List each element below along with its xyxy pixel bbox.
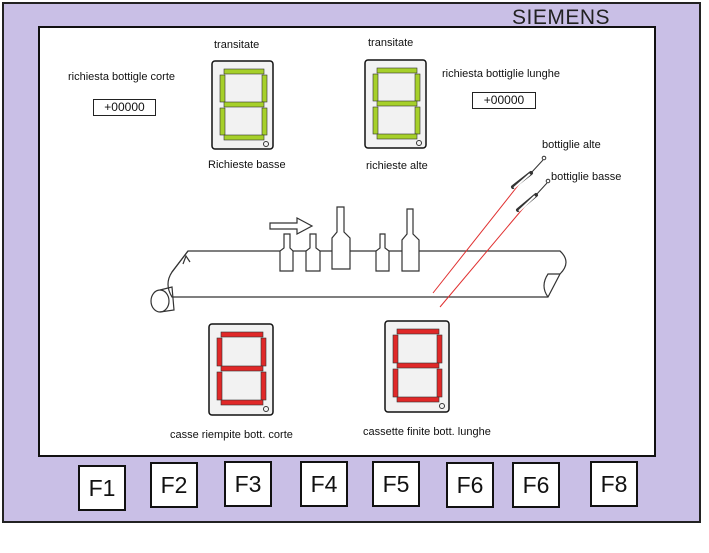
long-request-label: richiesta bottiglie lunghe — [442, 68, 561, 80]
f2-key[interactable]: F2 — [150, 462, 198, 508]
f6-key[interactable]: F6 — [446, 462, 494, 508]
arrow-right-icon — [269, 217, 314, 235]
bottles — [279, 206, 420, 272]
f3-key[interactable]: F3 — [224, 461, 272, 507]
f5-key[interactable]: F5 — [372, 461, 420, 507]
short-crates-display — [208, 323, 274, 416]
tall-bottles-label: bottiglie alte — [542, 139, 601, 151]
hmi-screen — [38, 26, 656, 457]
f8-key[interactable]: F8 — [590, 461, 638, 507]
short-request-label: richiesta bottigle corte — [68, 71, 175, 83]
long-transit-display — [364, 59, 427, 149]
f1-key[interactable]: F1 — [78, 465, 126, 511]
short-bottle — [305, 233, 321, 272]
long-request-counter[interactable]: +00000 — [472, 92, 536, 109]
long-crates-label: cassette finite bott. lunghe — [363, 426, 491, 438]
short-transit-display — [211, 60, 274, 150]
tall-bottle — [401, 208, 420, 272]
brand-logo: SIEMENS — [512, 6, 611, 29]
low-requests-label: Richieste basse — [208, 159, 286, 171]
photoelectric-sensor-icon — [432, 155, 551, 308]
f6-key-second[interactable]: F6 — [512, 462, 560, 508]
tall-bottle — [331, 206, 351, 270]
short-bottle — [375, 233, 390, 272]
long-crates-display — [384, 320, 450, 413]
conveyor-belt — [150, 250, 567, 313]
low-bottles-label: bottiglie basse — [551, 171, 622, 183]
short-bottle — [279, 233, 294, 272]
short-crates-label: casse riempite bott. corte — [170, 429, 293, 441]
f4-key[interactable]: F4 — [300, 461, 348, 507]
short-request-counter[interactable]: +00000 — [93, 99, 156, 116]
long-transit-label: transitate — [368, 37, 414, 49]
short-transit-label: transitate — [214, 39, 260, 51]
high-requests-label: richieste alte — [366, 160, 428, 172]
